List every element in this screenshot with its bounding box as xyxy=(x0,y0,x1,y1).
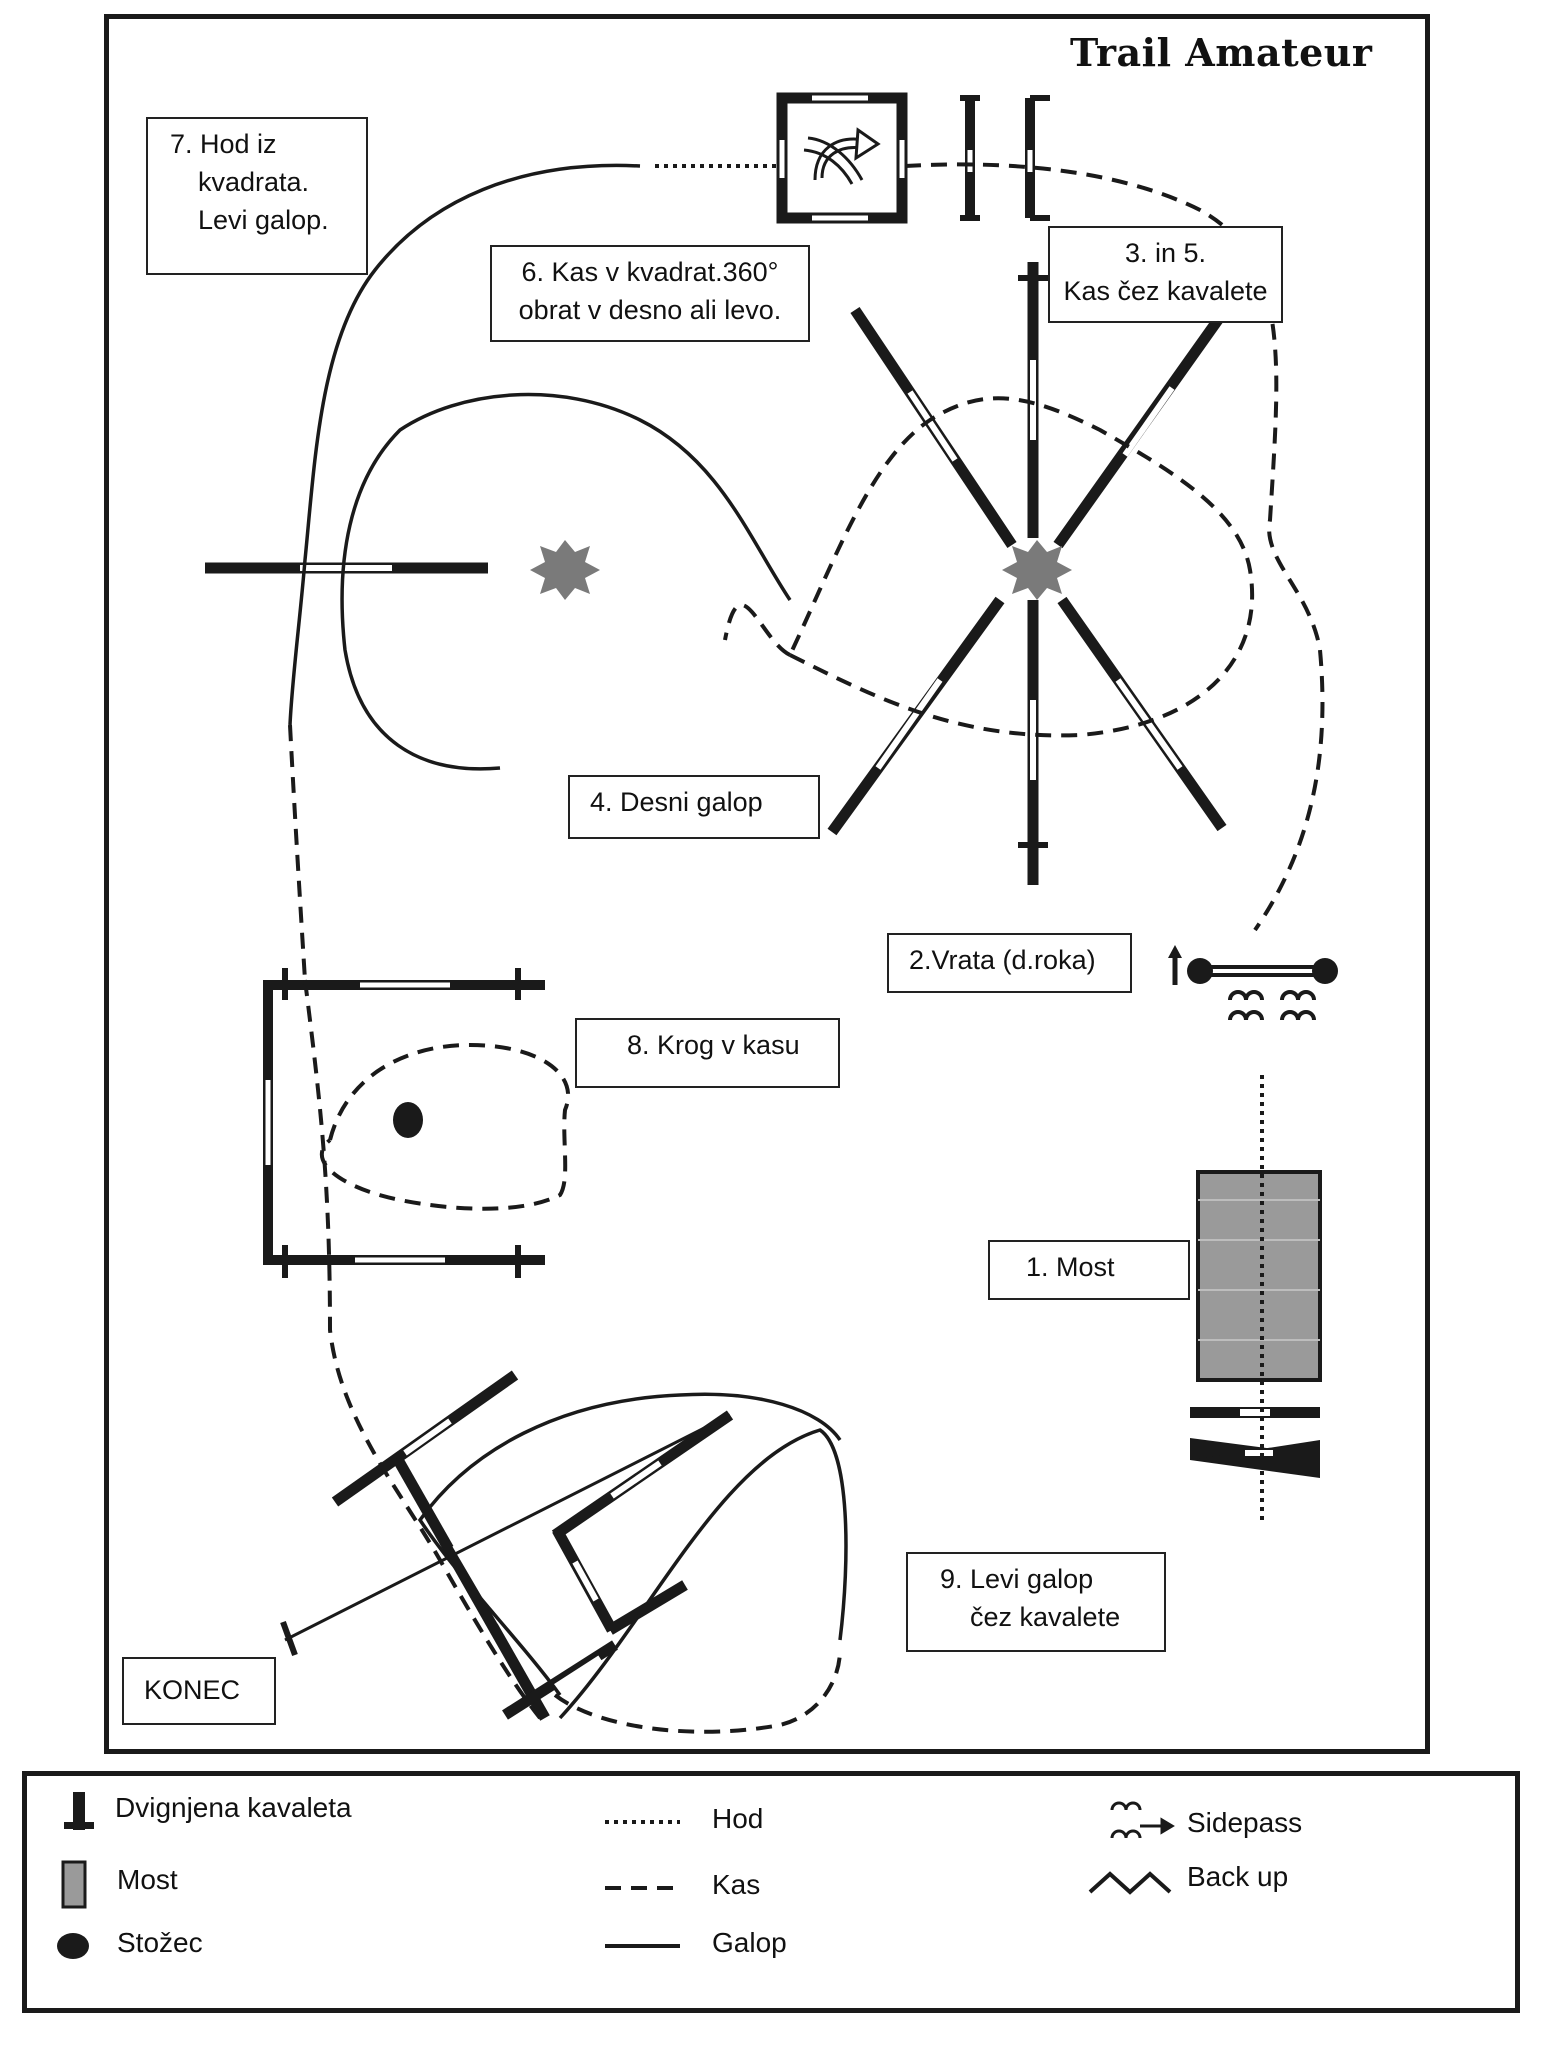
station-2-label: 2.Vrata (d.roka) xyxy=(887,933,1132,993)
starburst-marker-left xyxy=(530,540,600,600)
bridge-obstacle xyxy=(1196,1170,1322,1382)
station-8-label: 8. Krog v kasu xyxy=(575,1018,840,1088)
legend-raised-pole: Dvignjena kavaleta xyxy=(115,1792,352,1823)
station-9-line-2: čez kavalete xyxy=(970,1602,1121,1632)
legend-bridge: Most xyxy=(117,1864,178,1895)
gate-obstacle xyxy=(1168,945,1338,985)
page-title: Trail Amateur xyxy=(1070,30,1373,75)
raised-pole-icon xyxy=(64,1792,94,1830)
trot-path xyxy=(288,162,1325,1734)
station-3-5-line-1: 3. in 5. xyxy=(1124,238,1207,268)
sidepass-icon xyxy=(1110,1801,1175,1839)
legend-lope: Galop xyxy=(712,1927,787,1958)
station-4-line-1: 4. Desni galop xyxy=(590,787,763,817)
station-7-label: 7. Hod iz kvadrata. Levi galop. xyxy=(146,117,368,275)
station-6-line-2: obrat v desno ali levo. xyxy=(518,295,782,325)
square-box-obstacle xyxy=(776,92,908,224)
station-7-line-1: 7. Hod iz xyxy=(170,129,277,159)
finish-label: KONEC xyxy=(122,1657,276,1725)
finish-line-text: KONEC xyxy=(144,1675,241,1705)
station-9-label: 9. Levi galop čez kavalete xyxy=(906,1552,1166,1652)
rotate-360-icon xyxy=(803,127,881,185)
cone-icon xyxy=(57,1933,89,1959)
sidepass-marks-gate xyxy=(1228,990,1316,1021)
legend-walk: Hod xyxy=(712,1803,764,1834)
station-7-line-2: kvadrata. xyxy=(198,167,310,197)
station-3-5-label: 3. in 5. Kas čez kavalete xyxy=(1048,226,1283,323)
raised-poles-pair xyxy=(960,95,1050,221)
legend-sidepass: Sidepass xyxy=(1187,1807,1303,1838)
walk-path xyxy=(655,164,1264,1520)
station-7-line-3: Levi galop. xyxy=(198,205,329,235)
station-9-line-1: 9. Levi galop xyxy=(940,1564,1094,1594)
station-1-line-1: 1. Most xyxy=(1026,1252,1115,1282)
backup-icon xyxy=(1088,1871,1172,1895)
legend-cone: Stožec xyxy=(117,1927,203,1958)
starburst-marker-center xyxy=(1002,540,1072,600)
lope-path xyxy=(288,163,848,1720)
station-4-label: 4. Desni galop xyxy=(568,775,820,839)
legend-trot: Kas xyxy=(712,1869,761,1900)
trot-circle-box-markings xyxy=(265,982,450,1263)
final-cavaletti-markings xyxy=(403,1418,662,1690)
backup-poles xyxy=(1190,1407,1320,1478)
cavaletti-star-markings xyxy=(875,360,1183,780)
legend-backup: Back up xyxy=(1187,1861,1289,1892)
course-map-frame xyxy=(104,14,1430,1754)
station-8-line-1: 8. Krog v kasu xyxy=(627,1030,800,1060)
legend-frame xyxy=(22,1771,1520,2013)
station-1-label: 1. Most xyxy=(988,1240,1190,1300)
finish-line xyxy=(280,1413,731,1657)
station-6-line-1: 6. Kas v kvadrat.360° xyxy=(521,257,779,287)
bridge-icon xyxy=(61,1860,87,1909)
station-2-line-1: 2.Vrata (d.roka) xyxy=(909,945,1096,975)
station-6-label: 6. Kas v kvadrat.360° obrat v desno ali … xyxy=(490,245,810,342)
cone-marker xyxy=(393,1102,423,1138)
station-3-5-line-2: Kas čez kavalete xyxy=(1063,276,1268,306)
